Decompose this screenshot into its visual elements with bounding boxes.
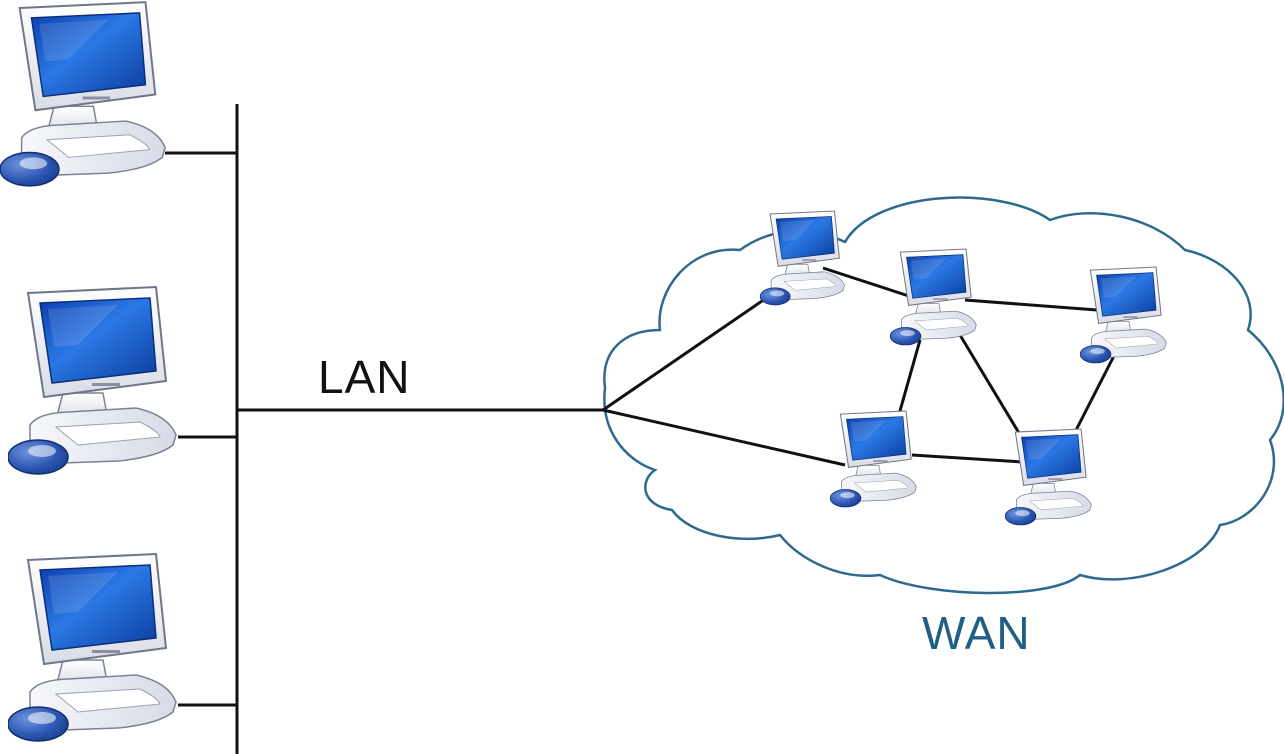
wan-computer-icon-d bbox=[830, 410, 917, 508]
wan-computer-icon-b bbox=[890, 248, 977, 346]
computer-icon-2 bbox=[8, 286, 177, 475]
wan-links bbox=[602, 266, 1120, 467]
computer-icon-1 bbox=[0, 1, 167, 187]
wan-computer-icon-c bbox=[1080, 266, 1167, 364]
wan-computer-icon-a bbox=[760, 210, 845, 306]
wan-label: WAN bbox=[922, 607, 1031, 659]
wan-computer-icon-e bbox=[1005, 428, 1092, 526]
computer-icon-3 bbox=[8, 553, 177, 742]
lan-label: LAN bbox=[318, 351, 411, 403]
